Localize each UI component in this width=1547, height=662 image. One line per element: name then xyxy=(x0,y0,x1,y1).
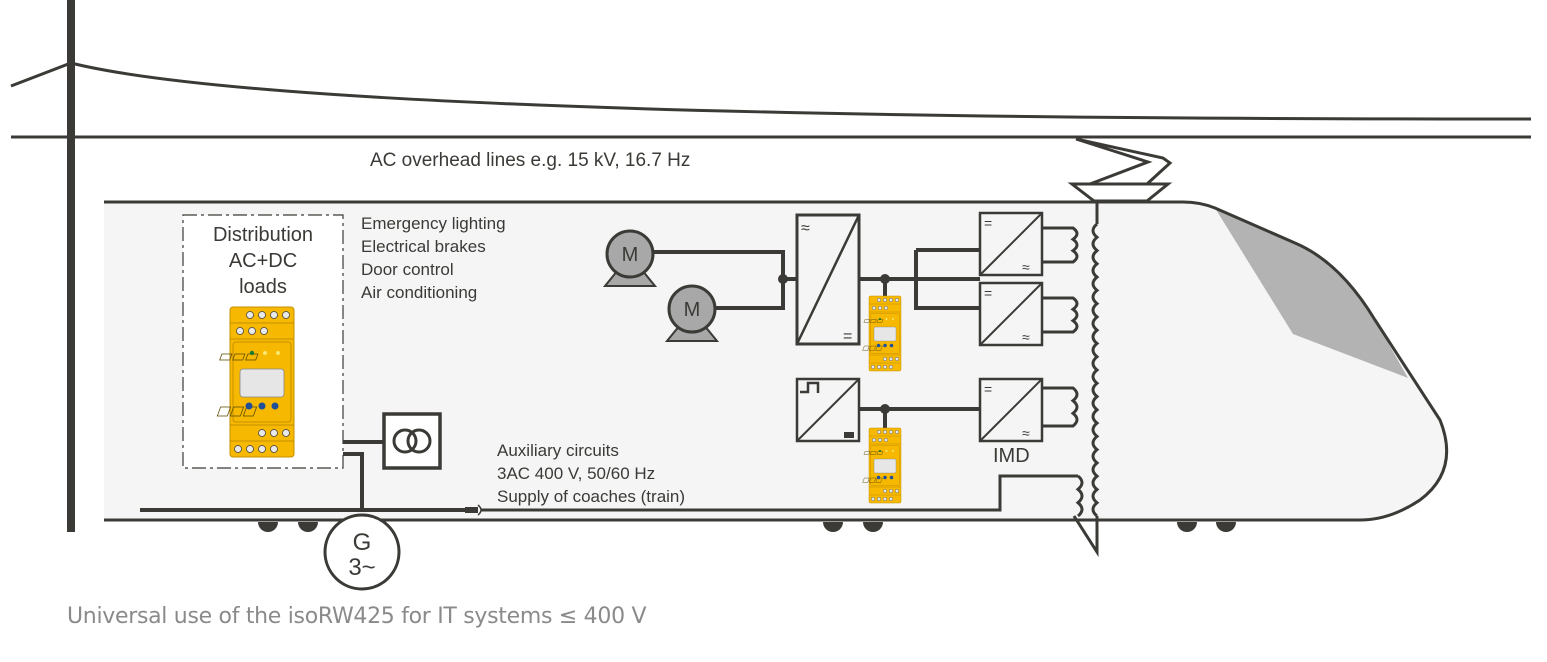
auxiliary-label-1: Auxiliary circuits xyxy=(497,441,619,460)
generator-phase-label: 3~ xyxy=(348,554,375,581)
generator-symbol xyxy=(323,513,401,591)
main-transformer xyxy=(1072,200,1100,558)
isolation-transformer-symbol xyxy=(382,412,442,470)
transformer-winding-icon xyxy=(392,428,418,454)
pantograph xyxy=(1067,137,1173,203)
secondary-winding xyxy=(1042,226,1079,264)
auxiliary-converter xyxy=(795,377,861,443)
converter-imd xyxy=(978,377,1044,443)
auxiliary-label-2: 3AC 400 V, 50/60 Hz xyxy=(497,464,655,483)
auxiliary-winding xyxy=(1075,474,1084,518)
auxiliary-wiring xyxy=(140,440,478,513)
ac-symbol-icon: ≈ xyxy=(1022,329,1030,345)
pulse-symbol-icon xyxy=(800,381,820,394)
motor-label: M xyxy=(622,244,639,266)
load-item: Door control xyxy=(361,260,454,279)
wheels xyxy=(258,522,1236,532)
dc-symbol-icon xyxy=(844,432,854,438)
dc-symbol-icon: = xyxy=(843,328,852,345)
secondary-winding xyxy=(1042,386,1079,428)
catenary-wire xyxy=(10,61,1532,121)
auxiliary-label-3: Supply of coaches (train) xyxy=(497,487,685,506)
dc-symbol-icon: = xyxy=(984,381,992,397)
ac-symbol-icon: ≈ xyxy=(1022,259,1030,275)
overhead-line xyxy=(10,0,1532,532)
secondary-winding xyxy=(1042,296,1079,334)
motor-label: M xyxy=(684,299,701,321)
generator-label: G xyxy=(353,529,372,556)
converter-upper-1 xyxy=(978,211,1044,277)
ac-symbol-icon: ≈ xyxy=(1022,425,1030,441)
ac-symbol-icon: ≈ xyxy=(801,220,810,237)
load-item: Electrical brakes xyxy=(361,237,486,256)
distribution-label-2: AC+DC xyxy=(229,250,297,272)
overhead-lines-label: AC overhead lines e.g. 15 kV, 16.7 Hz xyxy=(370,150,690,171)
coach-supply-line xyxy=(481,474,1078,512)
figure-caption: Universal use of the isoRW425 for IT sys… xyxy=(67,604,647,629)
load-item: Emergency lighting xyxy=(361,214,506,233)
load-item: Air conditioning xyxy=(361,283,477,302)
converter-upper-2 xyxy=(978,281,1044,347)
dc-symbol-icon: = xyxy=(984,285,992,301)
imd-label: IMD xyxy=(993,445,1030,467)
windshield xyxy=(1215,208,1408,378)
secondary-windings xyxy=(1042,226,1079,428)
dc-symbol-icon: = xyxy=(984,215,992,231)
distribution-label-3: loads xyxy=(239,276,287,298)
distribution-label-1: Distribution xyxy=(213,224,313,246)
transformer-winding-icon xyxy=(406,428,432,454)
